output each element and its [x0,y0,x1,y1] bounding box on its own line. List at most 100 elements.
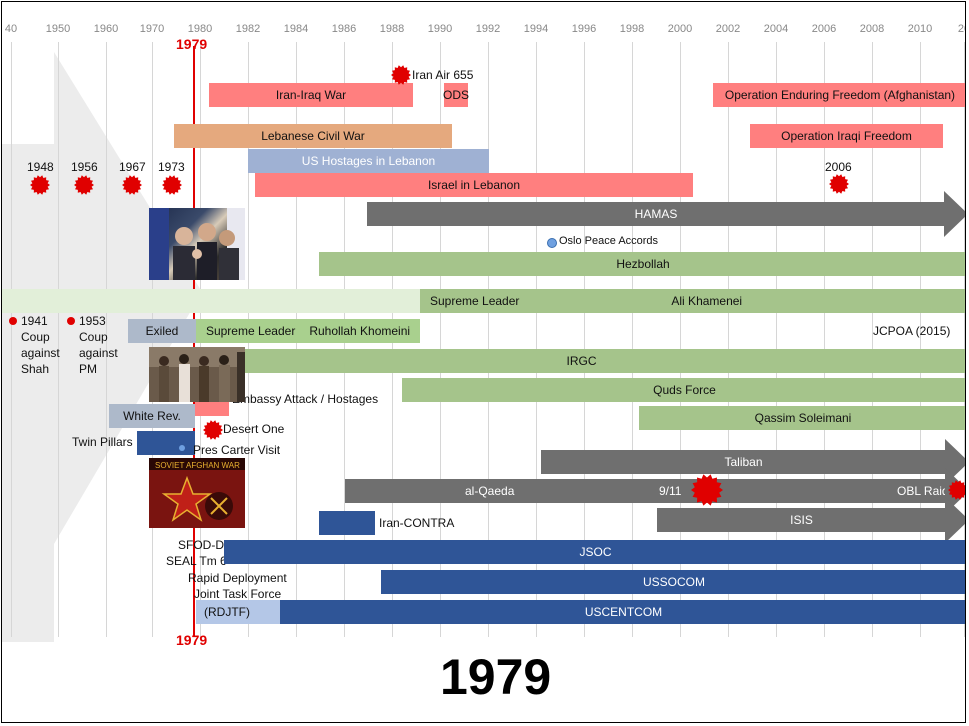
bar-uscentcom: USCENTCOM [280,600,965,624]
bar-twin-pillars [137,431,195,455]
label-embassy: Embassy Attack / Hostages [232,392,379,406]
axis-tick-label: 1994 [523,23,549,35]
gridline [872,42,873,637]
svg-text:SOVIET AFGHAN WAR: SOVIET AFGHAN WAR [155,461,240,470]
bar-supreme-leader-khamenei: Supreme Leader Ali Khamenei [420,289,965,313]
axis-tick-label: 1998 [619,23,645,35]
gridline [11,42,12,637]
label-ali-khamenei: Ali Khamenei [671,294,743,308]
label-1956: 1956 [71,160,98,174]
label-khomeini: Ruhollah Khomeini [309,324,411,338]
gridline [920,42,921,637]
axis-tick-label: 2000 [667,23,693,35]
coup-1953-dot [67,317,75,325]
axis-tick-label: 1988 [379,23,405,35]
gridline [632,42,633,637]
axis-tick-label: 1986 [331,23,357,35]
starburst-icon [829,174,849,194]
gridline [680,42,681,637]
label-coup-1941: 1941 Coup against Shah [21,314,60,376]
bar-irgc: IRGC [196,349,965,373]
axis-tick-label: 1992 [475,23,501,35]
axis-tick-label: 2010 [907,23,933,35]
label-coup-1953: 1953 Coup against PM [79,314,118,376]
label-1948: 1948 [27,160,54,174]
bar-iran-iraq-war: Iran-Iraq War [209,83,413,107]
gridline [440,42,441,637]
starburst-icon [948,480,965,500]
starburst-icon [162,175,182,195]
arrow-isis-head [945,497,965,543]
arrow-hamas-head [944,191,965,237]
big-year-title: 1979 [440,649,552,705]
label-1973: 1973 [158,160,185,174]
label-desert-one: Desert One [223,422,285,436]
label-seal-tm-6: SEAL Tm 6 [166,554,227,568]
starburst-icon [122,175,142,195]
label-twin-pillars: Twin Pillars [72,435,133,449]
axis-tick-label: 2004 [763,23,789,35]
label-iran-air: Iran Air 655 [412,68,474,82]
photo-soviet-afghan-war: SOVIET AFGHAN WAR [149,458,245,528]
starburst-icon [691,474,723,506]
axis-tick-label: 1960 [93,23,119,35]
gridline [728,42,729,637]
bar-ods: ODS [443,83,469,107]
gridline [824,42,825,637]
label-oslo: Oslo Peace Accords [559,235,659,247]
oslo-dot [547,238,557,248]
axis-tick-label: 2008 [859,23,885,35]
bar-rdjtf: (RDJTF) [196,600,280,624]
photo-embassy-hostages [149,347,245,402]
label-jcpoa: JCPOA (2015) [873,324,951,338]
bar-us-hostages-lebanon: US Hostages in Lebanon [248,149,489,173]
year-1979-top-label: 1979 [176,36,208,52]
bar-white-rev: White Rev. [109,404,195,428]
label-al-qaeda: al-Qaeda [465,484,515,498]
axis-tick-label: 2002 [715,23,741,35]
photo-camp-david [149,208,245,280]
bar-exiled: Exiled [128,319,196,343]
gridline [488,42,489,637]
bar-supreme-leader-khomeini: Supreme Leader Ruhollah Khomeini [196,319,420,343]
label-iran-contra: Iran-CONTRA [379,516,455,530]
label-supreme-leader-1: Supreme Leader [205,324,296,338]
label-sfod-d: SFOD-D [178,538,224,552]
axis-tick-label: 1984 [283,23,309,35]
year-1979-bottom-label: 1979 [176,632,208,648]
arrow-al-qaeda [345,479,946,503]
arrow-hamas: HAMAS [367,202,945,226]
label-carter: Pres Carter Visit [193,443,281,457]
bar-early-leadership-band [2,289,420,313]
starburst-icon [203,420,223,440]
bar-oef: Operation Enduring Freedom (Afghanistan) [713,83,965,107]
label-2006: 2006 [825,160,852,174]
gridline [776,42,777,637]
axis-tick-label: 1982 [235,23,261,35]
carter-dot [179,445,185,451]
arrow-taliban: Taliban [541,450,946,474]
gridline [584,42,585,637]
bar-jsoc: JSOC [224,540,965,564]
label-rapid-deployment: Rapid Deployment [188,571,287,585]
label-9-11: 9/11 [659,484,682,498]
coup-1941-dot [9,317,17,325]
axis-tick-label: 2006 [811,23,837,35]
axis-tick-label: 1970 [139,23,165,35]
gridline [106,42,107,637]
starburst-icon [391,65,411,85]
gridline [58,42,59,637]
axis-tick-label: 40 [4,23,18,35]
bar-hezbollah: Hezbollah [319,252,965,276]
label-supreme-leader-2: Supreme Leader [430,294,520,308]
bar-lebanese-civil-war: Lebanese Civil War [174,124,452,148]
label-1967: 1967 [119,160,146,174]
axis-tick-label: 1980 [187,23,213,35]
starburst-icon [74,175,94,195]
starburst-icon [30,175,50,195]
gridline [964,42,965,637]
bar-israel-in-lebanon: Israel in Lebanon [255,173,693,197]
axis-tick-label: 1950 [45,23,71,35]
axis-tick-label: 20 [957,23,965,35]
